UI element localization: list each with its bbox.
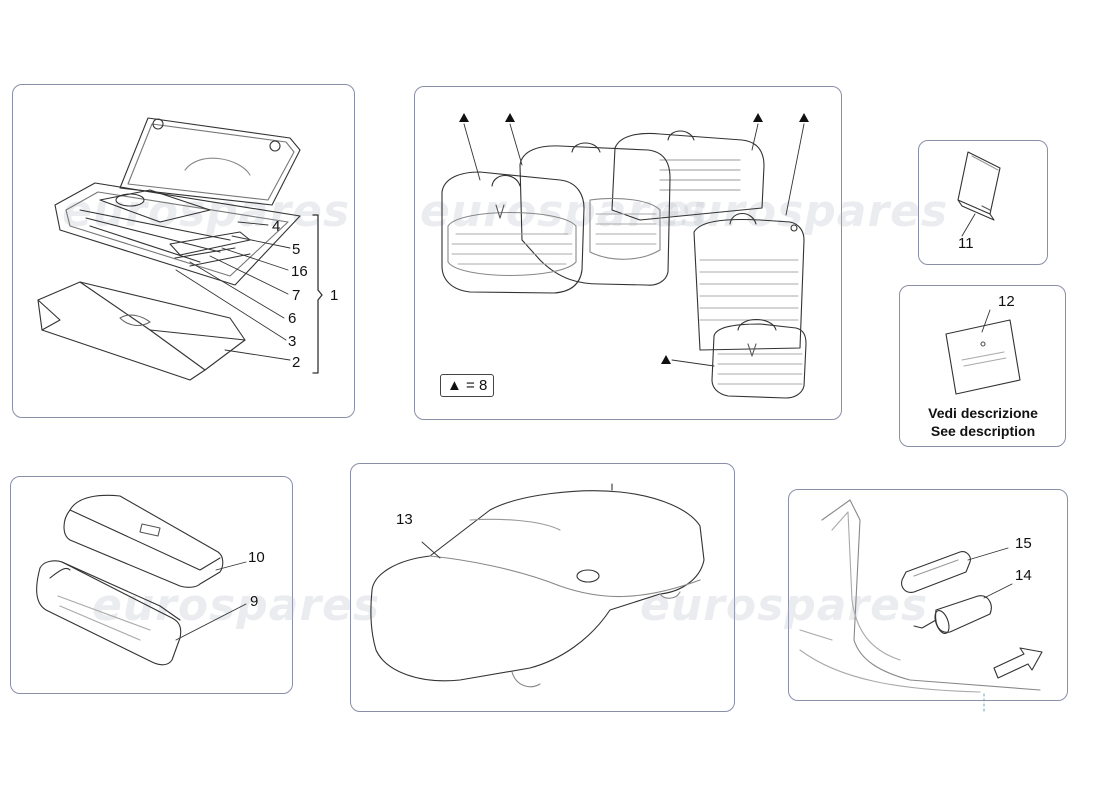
part-label-9: 9: [250, 593, 259, 610]
watermark: eurospares: [420, 186, 709, 237]
compressor-bag: [901, 547, 1009, 593]
bag-top: [63, 494, 224, 588]
part-label-6: 6: [288, 310, 297, 327]
bag-bottom: [36, 560, 182, 666]
group-label-1: 1: [330, 287, 339, 304]
marker-triangles: [459, 113, 809, 364]
note-english: See description: [930, 423, 1036, 439]
suitcase-large-back: [611, 130, 765, 221]
part-label-7: 7: [292, 287, 301, 304]
arrow-direction-icon: [983, 647, 1043, 713]
suitcase-front: [441, 171, 585, 294]
part-label-14: 14: [1015, 567, 1032, 584]
note-italian: Vedi descrizione: [928, 405, 1038, 421]
part-label-15: 15: [1015, 535, 1032, 552]
watermark: eurospares: [660, 186, 949, 237]
panel-bags: [10, 476, 293, 694]
part-label-12: 12: [998, 293, 1015, 310]
suitcase-upright: [693, 212, 805, 351]
owner-manual-booklet: [957, 151, 1001, 237]
tool-roll-pouch: [37, 281, 246, 381]
panel-tool-kit: [12, 84, 355, 418]
part-label-16: 16: [291, 263, 308, 280]
tool-case-lid: [119, 117, 301, 206]
tool-case-tray: [54, 182, 301, 286]
part-label-5: 5: [292, 241, 301, 258]
panel-documentation: [899, 285, 1066, 447]
part-label-13: 13: [396, 511, 413, 528]
part-label-3: 3: [288, 333, 297, 350]
part-label-11: 11: [958, 235, 974, 252]
watermark: eurospares: [640, 580, 929, 631]
part-label-10: 10: [248, 549, 265, 566]
documentation-sheet: [945, 309, 1021, 395]
luggage-legend: ▲ = 8: [440, 374, 495, 397]
part-label-2: 2: [292, 354, 301, 371]
part-label-4: 4: [272, 218, 281, 235]
panel-trunk: [788, 489, 1068, 701]
suitcase-medium: [519, 142, 671, 286]
suitcase-small-case: [711, 318, 807, 399]
panel-owner-manual: [918, 140, 1048, 265]
trunk-compartment: [799, 499, 1041, 693]
car-cover-shape: [370, 483, 705, 688]
inflator-canister: [913, 583, 1013, 635]
watermark: eurospares: [92, 580, 381, 631]
